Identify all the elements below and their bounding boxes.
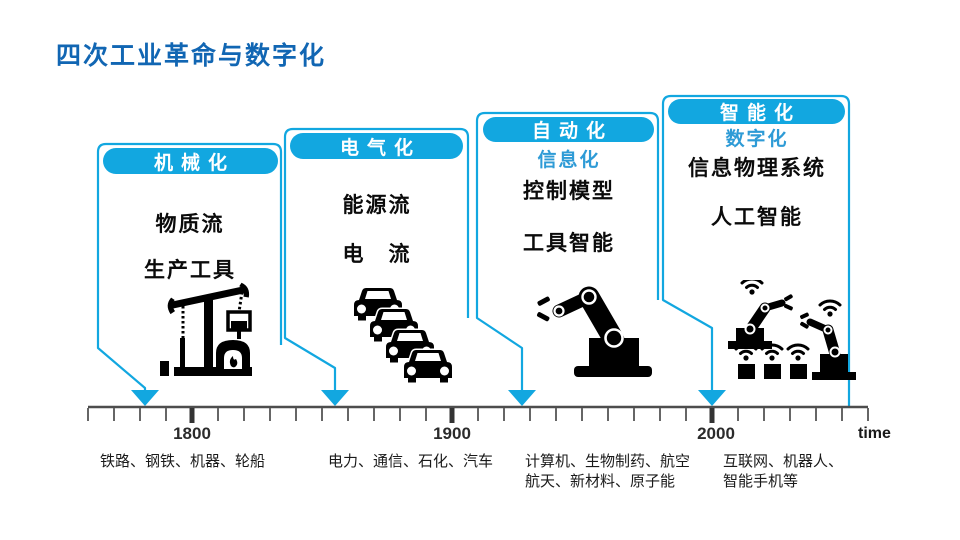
timeline-arrow-mechanization [131, 390, 159, 406]
tick-label-1800: 1800 [173, 424, 211, 443]
label-electric-current: 电 流 [342, 241, 412, 266]
iot-robots-icon [728, 280, 856, 380]
label-energy-flow: 能源流 [342, 192, 412, 217]
timeline-arrow-automation [508, 390, 536, 406]
label-digitalization: 数字化 [725, 128, 789, 150]
era-note-electrification: 电力、通信、石化、汽车 [328, 453, 494, 470]
banner-intelligence: 智能化 [668, 99, 845, 124]
label-control-model: 控制模型 [523, 178, 615, 203]
label-tool-intelligence: 工具智能 [523, 230, 615, 255]
tick-label-2000: 2000 [697, 424, 735, 443]
timeline-arrow-intelligence [698, 390, 726, 406]
era-note-automation: 计算机、生物制药、航空 航天、新材料、原子能 [525, 453, 691, 490]
era-note-intelligence: 互联网、机器人、 智能手机等 [723, 453, 844, 490]
callout-outline-intelligence [661, 94, 851, 406]
beam-engine-icon [160, 282, 252, 376]
callout-outline-automation [475, 111, 660, 391]
label-material-flow: 物质流 [155, 211, 225, 236]
era-note-mechanization: 铁路、钢铁、机器、轮船 [100, 453, 266, 470]
car-queue-icon [352, 286, 454, 384]
robot-arm-icon [536, 286, 652, 377]
callout-outline-mechanization [96, 142, 283, 391]
label-artificial-intelligence: 人工智能 [711, 204, 803, 229]
page-title: 四次工业革命与数字化 [56, 41, 327, 70]
banner-automation: 自动化 [483, 117, 654, 142]
banner-electrification: 电气化 [290, 133, 463, 159]
callout-outline-electrification [283, 127, 470, 391]
axis-label-time: time [858, 425, 891, 442]
label-production-tools: 生产工具 [144, 257, 236, 282]
timeline-ticks [87, 408, 869, 423]
tick-label-1900: 1900 [433, 424, 471, 443]
banner-mechanization: 机械化 [103, 148, 278, 174]
label-cyber-physical-system: 信息物理系统 [688, 155, 826, 180]
label-informatization: 信息化 [537, 149, 601, 171]
timeline-arrow-electrification [321, 390, 349, 406]
